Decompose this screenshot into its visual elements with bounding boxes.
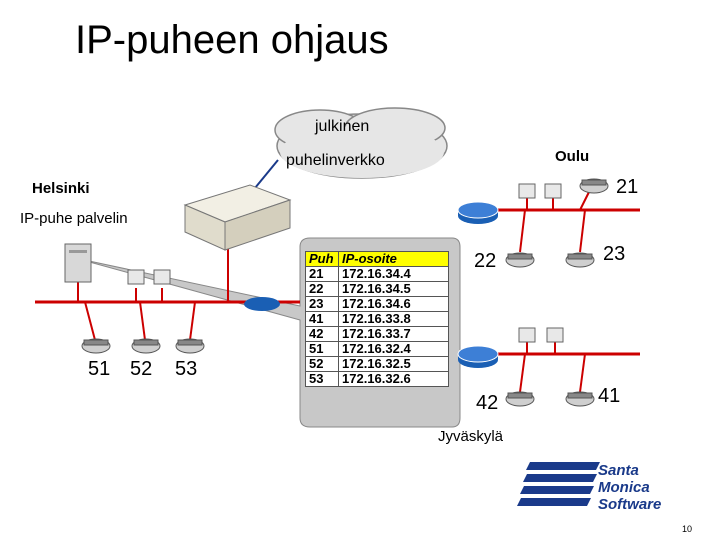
phone-label-42: 42: [476, 392, 499, 414]
router-oulu-icon: [457, 201, 499, 224]
santa-monica-logo-icon: [355, 460, 600, 508]
pc-icon: [518, 183, 536, 199]
table-cell-ip: 172.16.34.4: [338, 266, 449, 282]
phone-label-52: 52: [130, 358, 153, 380]
pc-icon: [153, 269, 171, 285]
logo-line3: Software: [598, 496, 662, 513]
city-label-helsinki: Helsinki: [32, 180, 90, 197]
page-title: IP-puheen ohjaus: [75, 18, 389, 62]
table-cell-ip: 172.16.32.4: [338, 341, 449, 357]
page-number: 10: [681, 524, 692, 534]
pc-icon: [546, 327, 564, 343]
router-helsinki-icon: [244, 297, 280, 311]
table-cell-ip: 172.16.32.5: [338, 356, 449, 372]
phone-23-icon: [565, 252, 595, 268]
pstn-cloud: [274, 107, 448, 179]
city-label-jyvaskyla: Jyväskylä: [438, 428, 504, 445]
table-cell-ext: 51: [305, 341, 339, 357]
table-cell-ip: 172.16.33.8: [338, 311, 449, 327]
phone-41-icon: [565, 391, 595, 407]
pc-icon: [544, 183, 562, 199]
cloud-label-line2: puhelinverkko: [286, 152, 385, 169]
table-cell-ext: 53: [305, 371, 339, 387]
table-cell-ip: 172.16.33.7: [338, 326, 449, 342]
router-jyvaskyla-icon: [457, 345, 499, 368]
phone-label-23: 23: [603, 243, 626, 265]
pc-icon: [127, 269, 145, 285]
phone-53-icon: [175, 338, 205, 354]
table-cell-ext: 22: [305, 281, 339, 297]
phone-51-icon: [81, 338, 111, 354]
pstn-link: [254, 159, 279, 189]
table-cell-ext: 23: [305, 296, 339, 312]
phone-52-icon: [131, 338, 161, 354]
phone-label-53: 53: [175, 358, 198, 380]
phone-label-22: 22: [474, 250, 497, 272]
server-label: IP-puhe palvelin: [20, 210, 128, 227]
phone-label-41: 41: [598, 385, 621, 407]
table-cell-ext: 41: [305, 311, 339, 327]
table-cell-ext: 21: [305, 266, 339, 282]
phone-42-icon: [505, 391, 535, 407]
phone-21-icon: [579, 178, 609, 194]
pc-icon: [518, 327, 536, 343]
table-header-ip: IP-osoite: [338, 251, 449, 267]
table-header-puh: Puh: [305, 251, 339, 267]
table-cell-ip: 172.16.34.5: [338, 281, 449, 297]
ip-voice-server-icon: [183, 184, 292, 251]
phone-label-21: 21: [616, 176, 639, 198]
logo-line1: Santa: [598, 462, 639, 479]
cloud-label-line1: julkinen: [315, 118, 370, 135]
table-cell-ip: 172.16.34.6: [338, 296, 449, 312]
table-cell-ext: 52: [305, 356, 339, 372]
city-label-oulu: Oulu: [555, 148, 590, 165]
table-cell-ext: 42: [305, 326, 339, 342]
company-logo-text: Santa Monica Software: [598, 462, 661, 513]
helsinki-tower-icon: [64, 243, 92, 283]
phone-label-51: 51: [88, 358, 111, 380]
table-cell-ip: 172.16.32.6: [338, 371, 449, 387]
phone-22-icon: [505, 252, 535, 268]
logo-line2: Monica: [598, 479, 650, 496]
